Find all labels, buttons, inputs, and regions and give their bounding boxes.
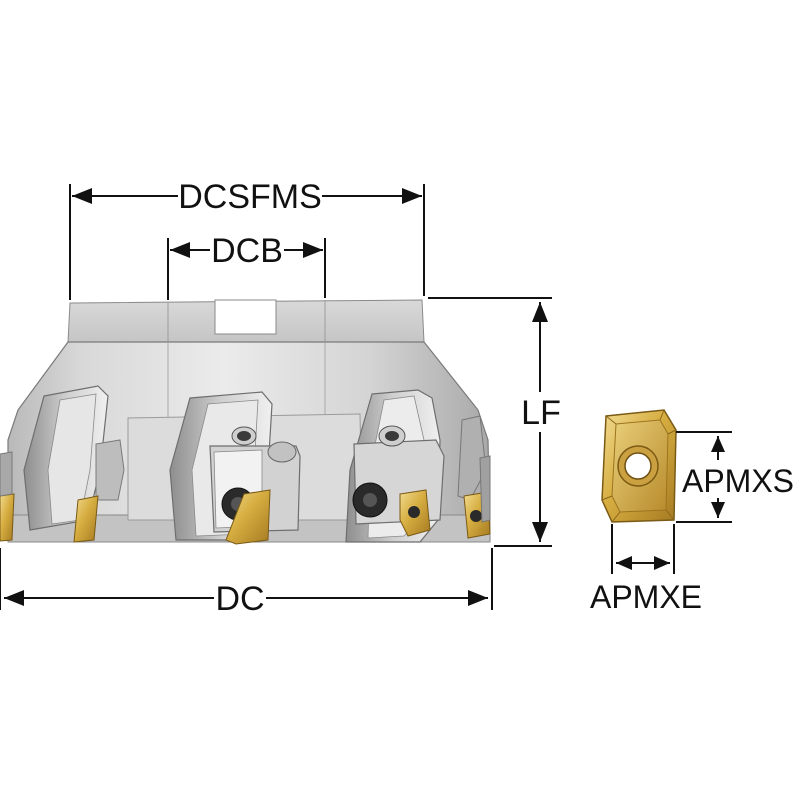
insert-right <box>399 489 431 537</box>
arrowheads <box>4 188 725 606</box>
indexable-insert-icon <box>73 495 99 543</box>
flute-pocket-left <box>23 385 125 531</box>
dim-label-apmxs: APMXS <box>682 463 794 499</box>
face-mill-cutter-icon <box>0 299 491 545</box>
dim-label-dcb: DCB <box>211 232 283 270</box>
drive-slot <box>214 299 277 335</box>
dimension-lines <box>0 184 732 610</box>
dimension-labels: DCSFMS DCB LF DC APMXS APMXE <box>178 178 794 618</box>
dim-label-dcsfms: DCSFMS <box>178 178 322 216</box>
dim-label-lf: LF <box>521 394 561 432</box>
insert-detail <box>601 409 677 523</box>
insert-center <box>225 489 271 545</box>
edge-insert-left <box>0 493 15 542</box>
dim-label-apmxe: APMXE <box>590 579 702 615</box>
dim-label-dc: DC <box>215 580 264 618</box>
